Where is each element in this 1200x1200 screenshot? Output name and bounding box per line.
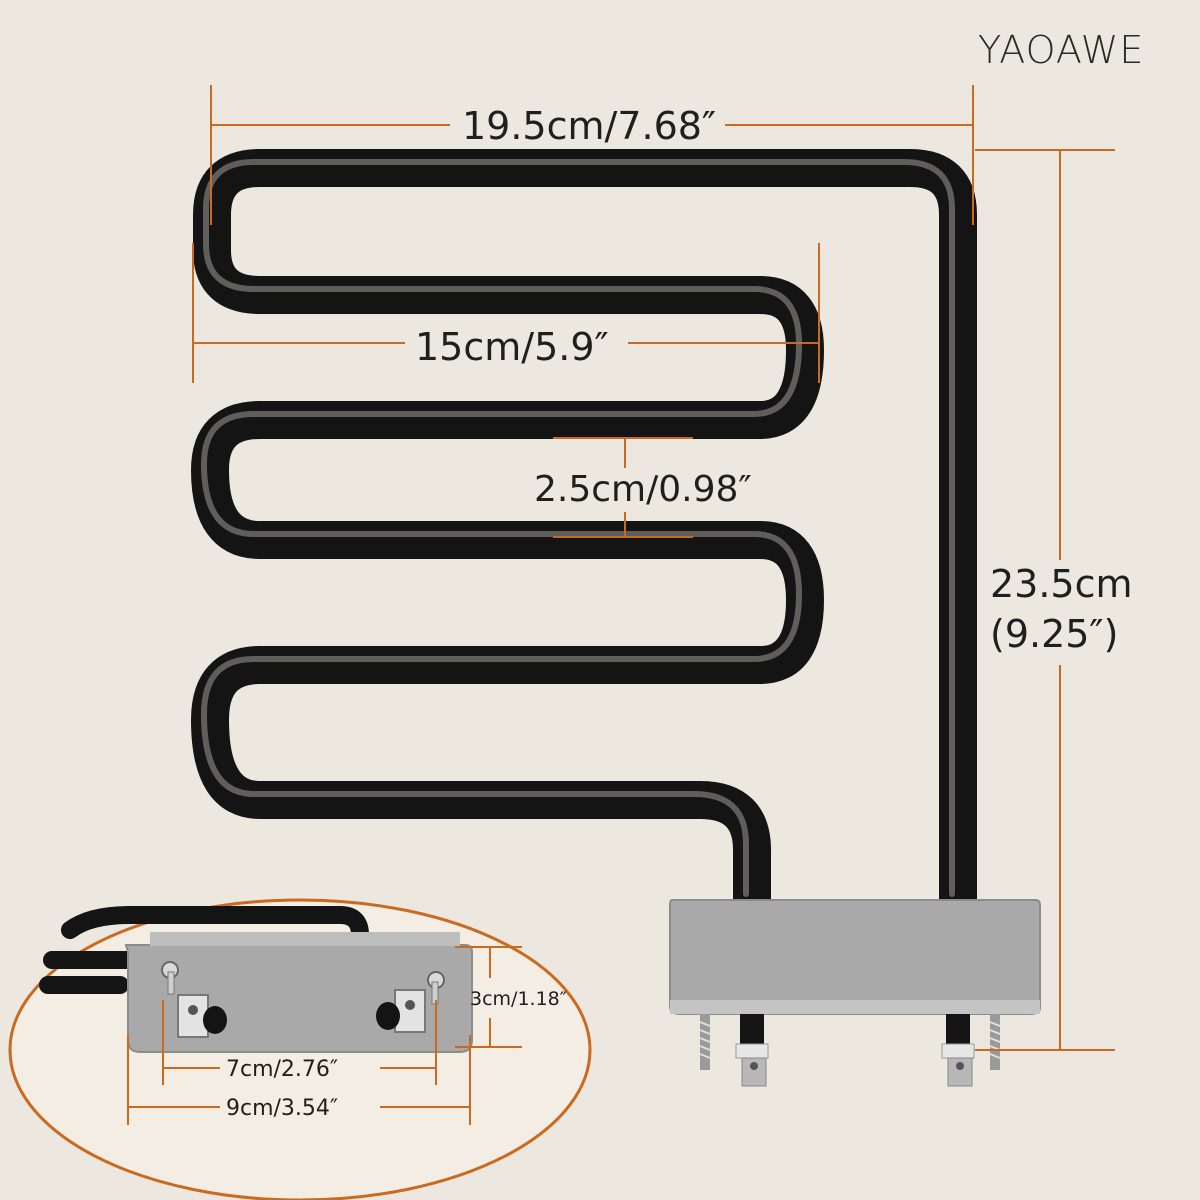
dim-height-cm-label: 23.5cm [990,562,1133,606]
dim-overall-width-label: 19.5cm/7.68″ [462,104,717,148]
inset-coil [39,906,369,994]
mounting-bracket [669,899,1041,1087]
inset-detail [8,898,592,1200]
dim-spacing-label: 2.5cm/0.98″ [534,469,752,510]
screw-right [989,1014,1001,1070]
terminal-left [735,1014,769,1087]
inset-bracket-width-label: 9cm/3.54″ [226,1096,339,1121]
coil-tube-highlight [201,159,955,897]
inset-terminal-spacing-label: 7cm/2.76″ [226,1057,339,1082]
bracket-edge [670,1000,1040,1014]
dimension-lines [192,85,1115,1051]
inset-bracket-top [150,932,460,946]
screw-left [699,1014,711,1070]
brand-logo: YAOAWE [978,28,1144,72]
bracket-plate [669,899,1041,1015]
dim-height-in-label: (9.25″) [990,612,1119,656]
brand-name: YAOAWE [978,28,1145,72]
inset-terminal-left [161,961,227,1038]
inset-bracket-height-label: 3cm/1.18″ [470,988,567,1010]
dim-coil-width-label: 15cm/5.9″ [415,325,609,369]
inset-dimension-lines [127,946,522,1125]
terminal-right [941,1014,975,1087]
heating-element [191,149,977,919]
inset-terminal-right [376,971,445,1033]
